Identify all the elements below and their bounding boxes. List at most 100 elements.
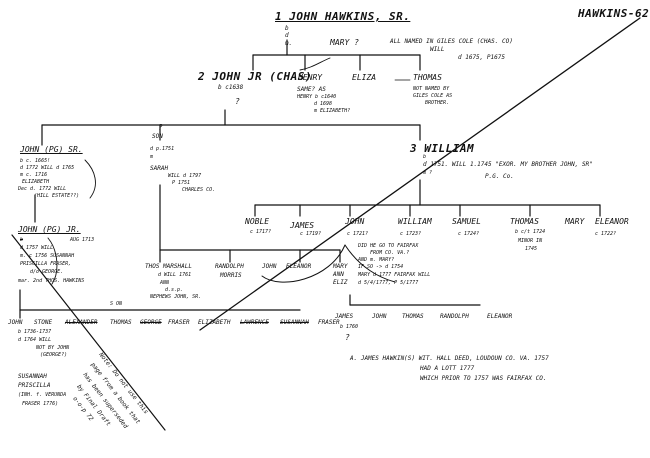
gen1-note-1: ALL NAMED IN GILES COLE (CHAS. CO)	[390, 38, 513, 45]
gen1-note-3: d 1675, P1675	[458, 54, 505, 61]
gen1-name: 1 JOHN HAWKINS, SR.	[275, 10, 411, 23]
child-eleanor-dates: c 1722?	[595, 231, 617, 237]
gen3-john-pg-b: b c. 1665!	[20, 158, 51, 164]
gen2-thomas-note-1: NOT NAMED BY	[413, 86, 450, 92]
footer-line-1: A. JAMES HAWKIN(S) WIT. HALL DEED, LOUDO…	[350, 355, 549, 362]
child-william-dates: c 1723?	[400, 231, 422, 237]
child-thomas-dates: b c/t 1724	[515, 229, 546, 235]
gen1-m: m.	[285, 40, 293, 47]
son-child-morris: MORRIS	[220, 272, 242, 279]
john-note-2: FROM CO. VA.?	[370, 250, 410, 256]
gen5-inh: (INH. f. VERUNDA	[18, 392, 67, 398]
gen2-henry-note-1: SAME? AS	[297, 86, 326, 93]
john-note-6: d 5/4/1777, P 5/1777	[358, 280, 419, 286]
son-child-eliz: ELIZ	[333, 279, 348, 286]
son-child-thos-ann: ANN	[160, 280, 170, 286]
gen3-william-b: b	[423, 154, 427, 160]
son-child-john: JOHN	[262, 263, 277, 270]
gen5-john-note-1: NOT BY JOHN	[36, 345, 70, 351]
footer-line-2: HAD A LOTT 1777	[420, 365, 475, 372]
gen2-john-jr: 2 JOHN JR (CHAS)	[198, 70, 312, 83]
gen2-eliza: ELIZA	[352, 73, 377, 82]
footer-line-3: WHICH PRIOR TO 1757 WAS FAIRFAX CO.	[420, 375, 547, 382]
gen1-note-2: WILL	[430, 46, 445, 53]
child-james: JAMES	[290, 221, 315, 230]
thomas-note-1: MINOR IN	[518, 238, 543, 244]
gen5r-john: JOHN	[372, 313, 387, 320]
gen2-thomas: THOMAS	[413, 73, 442, 82]
gen3-sarah-note-1: WILL d 1797	[168, 173, 202, 179]
gen4-b-struck: b	[20, 237, 24, 243]
son-child-mary: MARY	[333, 263, 348, 270]
gen3-john-pg-sr: JOHN (PG) SR.	[20, 145, 83, 154]
son-child-ann: ANN	[333, 271, 344, 278]
gen5-fraser2: FRASER	[318, 319, 340, 326]
gen5-priscilla: PRISCILLA	[18, 382, 51, 389]
gen5-john-d: d 1764 WILL	[18, 337, 52, 343]
gen5-george: GEORGE	[140, 319, 162, 326]
gen5r-james: JAMES	[335, 313, 354, 320]
gen3-william-pg: P.G. Co.	[485, 173, 514, 180]
gen5-elizabeth: ELIZABETH	[198, 319, 231, 326]
gen1-d: d	[285, 32, 289, 39]
son-child-eleanor: ELEANOR	[286, 263, 312, 270]
thomas-note-2: 1745	[525, 246, 538, 252]
gen2-henry-note-3: d 1698	[314, 101, 333, 107]
gen4-d: d 1757 WILL	[20, 245, 54, 251]
gen5-thomas: THOMAS	[110, 319, 132, 326]
son-child-thos-nephews: NEPHEWS JOHN, SR.	[150, 294, 202, 300]
gen2-henry-note-4: m ELIZABETH?	[314, 108, 351, 114]
gen5-fraser: FRASER	[168, 319, 190, 326]
gen3-son: SON	[152, 133, 163, 140]
gen2-henry: HENRY	[298, 73, 323, 82]
gen5-susannah-name: SUSANNAH	[18, 373, 47, 380]
gen5r-q: ?	[345, 333, 350, 342]
gen3-william-d: d 1751. WILL 1.1745 "EXOR. MY BROTHER JO…	[423, 161, 593, 168]
child-william: WILLIAM	[398, 217, 432, 226]
child-john: JOHN	[345, 217, 365, 226]
gen1-b: b	[285, 25, 289, 32]
gen5-alexander: ALEXANDER	[65, 319, 98, 326]
gen2-henry-note-2: HENRY b c1640	[297, 94, 337, 100]
gen3-sarah-note-2: P 1751	[172, 180, 191, 186]
gen3-sarah-note-3: CHARLES CO.	[182, 187, 216, 193]
gen4-m3: d/o GEORGE.	[30, 269, 64, 275]
john-note-4: IF SO -> d 1754	[358, 264, 404, 270]
child-james-dates: c 1719?	[300, 231, 322, 237]
gen3-john-pg-m: m c. 1716	[20, 172, 48, 178]
gen5-susannah: SUSANNAH	[280, 319, 309, 326]
child-mary: MARY	[565, 217, 585, 226]
gen4-m2: PRISCILLA FRASER,	[20, 261, 72, 267]
child-john-dates: c 1721?	[347, 231, 369, 237]
gen1-spouse: MARY ?	[330, 38, 359, 47]
child-noble-dates: c 1717?	[250, 229, 272, 235]
gen5r-b: b 1760	[340, 324, 359, 330]
child-samuel: SAMUEL	[452, 217, 481, 226]
gen4-m: m. c 1756 SUSANNAH	[20, 253, 75, 259]
gen3-son-q: ?	[158, 123, 163, 132]
gen2-john-jr-dates: b c1638	[218, 84, 244, 91]
gen2-thomas-note-3: BROTHER.	[425, 100, 450, 106]
gen3-son-d: d p.1751	[150, 146, 175, 152]
gen3-john-pg-spouse: ELIZABETH	[22, 179, 50, 185]
gen5-stone: STONE	[34, 319, 53, 326]
gen5r-eleanor: ELEANOR	[487, 313, 513, 320]
gen4-m4: mar. 2nd THOS. HAWKINS	[18, 278, 85, 284]
son-child-thos-marshall: THOS MARSHALL	[145, 263, 192, 270]
gen3-william: 3 WILLIAM	[410, 142, 475, 155]
gen5-john-note-2: (GEORGE?)	[40, 352, 68, 358]
gen5-fraser-date: FRASER 1776)	[22, 401, 59, 407]
son-child-thos-d: d WILL 1761	[158, 272, 192, 278]
son-child-randolph: RANDOLPH	[215, 263, 244, 270]
child-eleanor: ELEANOR	[595, 217, 629, 226]
child-noble: NOBLE	[245, 217, 270, 226]
gen5-john-b: b 1736-1737	[18, 329, 52, 335]
gen5r-randolph: RANDOLPH	[440, 313, 469, 320]
child-thomas: THOMAS	[510, 217, 539, 226]
john-note-5: MARY d 1777 FAIRFAX WILL	[358, 272, 431, 278]
gen2-thomas-note-2: GILES COLE AS	[413, 93, 453, 99]
gen3-son-m: m	[150, 154, 154, 160]
gen2-john-jr-q: ?	[235, 97, 240, 106]
gen3-sarah: SARAH	[150, 165, 169, 172]
